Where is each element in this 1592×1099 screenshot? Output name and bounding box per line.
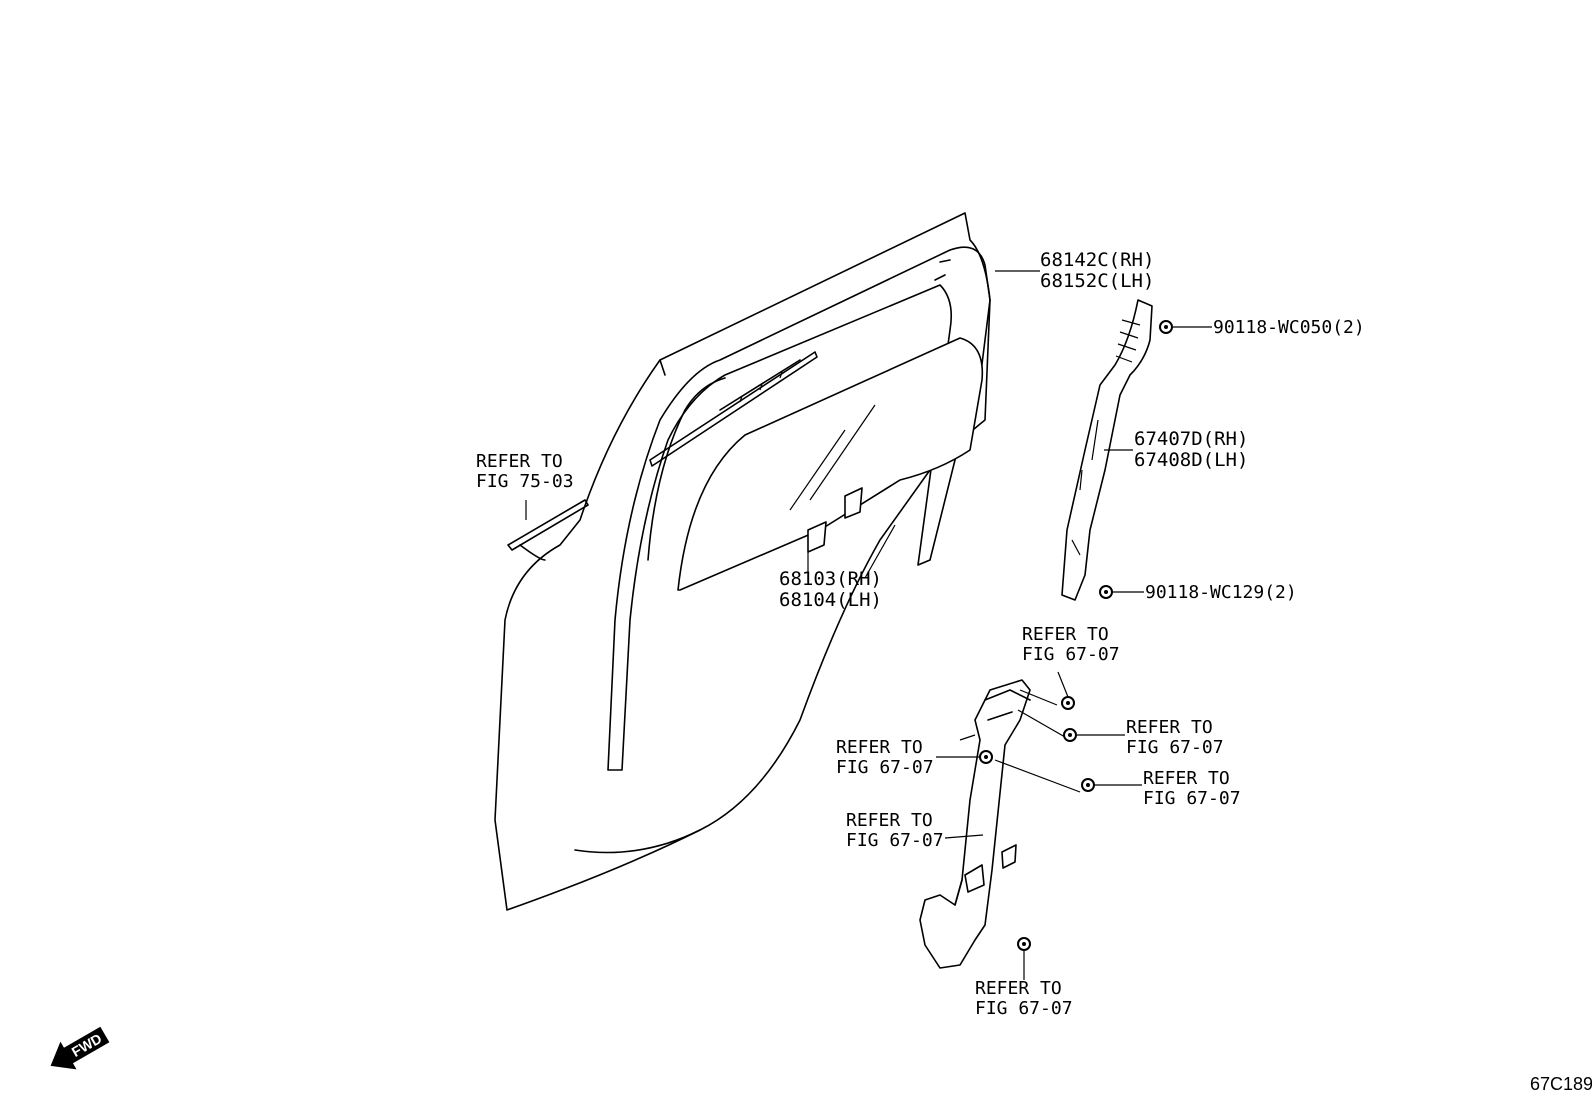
svg-text:FIG 67-07: FIG 67-07: [1022, 644, 1120, 665]
refer-label-left-1: REFER TO FIG 67-07: [836, 737, 934, 778]
bolt-icon: [1063, 728, 1077, 742]
svg-text:FIG 67-07: FIG 67-07: [846, 830, 944, 851]
callout-frame-lh: 68152C(LH): [1040, 270, 1154, 292]
bolt-icon: [1017, 937, 1031, 951]
belt-molding: [507, 351, 818, 551]
refer-label-bottom: REFER TO FIG 67-07: [975, 978, 1073, 1019]
svg-text:FIG 67-07: FIG 67-07: [1143, 788, 1241, 809]
svg-text:FIG 67-07: FIG 67-07: [836, 757, 934, 778]
callout-frame-rh: 68142C(RH): [1040, 249, 1154, 271]
svg-text:REFER TO: REFER TO: [1126, 717, 1213, 738]
svg-text:REFER TO: REFER TO: [476, 451, 563, 472]
bolts: [979, 320, 1173, 951]
bolt-icon: [1099, 585, 1113, 599]
door-frame-68142C: [607, 246, 991, 771]
refer-label-right-1: REFER TO FIG 67-07: [1126, 717, 1224, 758]
refer-label-left-2: REFER TO FIG 67-07: [846, 810, 944, 851]
callout-channel-rh: 67407D(RH): [1134, 428, 1248, 450]
fwd-arrow-icon: FWD: [50, 1026, 110, 1070]
bolt-icon: [1081, 778, 1095, 792]
callout-glass-lh: 68104(LH): [779, 589, 882, 611]
leader-lines: [525, 270, 1212, 980]
door-glass-68103: [677, 337, 984, 591]
bolt-icon: [1159, 320, 1173, 334]
svg-text:FIG 75-03: FIG 75-03: [476, 471, 574, 492]
svg-text:REFER TO: REFER TO: [1143, 768, 1230, 789]
figure-id: 67C189: [1530, 1074, 1592, 1094]
callout-glass-rh: 68103(RH): [779, 568, 882, 590]
window-regulator: [919, 679, 1081, 969]
refer-label-75-03: REFER TO FIG 75-03: [476, 451, 574, 492]
svg-text:REFER TO: REFER TO: [975, 978, 1062, 999]
refer-label-top-regulator: REFER TO FIG 67-07: [1022, 624, 1120, 665]
bolt-icon: [1061, 696, 1075, 710]
svg-text:REFER TO: REFER TO: [1022, 624, 1109, 645]
callout-bolt-bottom: 90118-WC129(2): [1145, 582, 1297, 603]
svg-text:FIG 67-07: FIG 67-07: [975, 998, 1073, 1019]
svg-text:FIG 67-07: FIG 67-07: [1126, 737, 1224, 758]
refer-label-right-2: REFER TO FIG 67-07: [1143, 768, 1241, 809]
svg-text:REFER TO: REFER TO: [846, 810, 933, 831]
callout-channel-lh: 67408D(LH): [1134, 449, 1248, 471]
svg-text:REFER TO: REFER TO: [836, 737, 923, 758]
callout-bolt-top: 90118-WC050(2): [1213, 317, 1365, 338]
bolt-icon: [979, 750, 993, 764]
